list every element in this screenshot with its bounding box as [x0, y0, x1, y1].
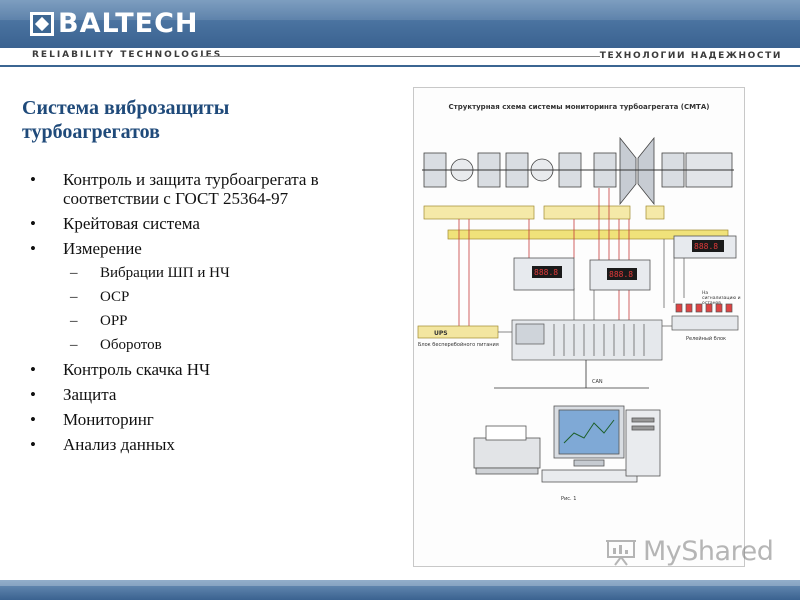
logo-text: BALTECH: [58, 8, 199, 39]
tagline-right: ТЕХНОЛОГИИ НАДЕЖНОСТИ: [599, 51, 782, 61]
figure-caption: Рис. 1: [561, 496, 577, 502]
bullet-item: Защита: [30, 385, 360, 404]
tagline-bar: RELIABILITY TECHNOLOGIES ТЕХНОЛОГИИ НАДЕ…: [0, 48, 800, 67]
bullet-item: Мониторинг: [30, 410, 360, 429]
crate-bus: [447, 229, 729, 240]
bullet-item: Крейтовая система: [30, 214, 360, 233]
bullet-list: Контроль и защита турбоагрегата в соотве…: [30, 170, 360, 460]
header-shine: [0, 0, 800, 20]
sensor-box-2: [543, 205, 631, 220]
display-readout-1: 888.8: [534, 268, 558, 277]
logo-mark-icon: [30, 12, 54, 36]
display-readout-2: 888.8: [609, 270, 633, 279]
watermark-text: MyShared: [643, 536, 774, 567]
tagline-divider: [200, 56, 600, 57]
footer-band: [0, 580, 800, 586]
relay-block: [671, 303, 739, 331]
turbine-hp: [619, 136, 637, 206]
turbine-lp: [637, 136, 655, 206]
sub-bullet-item: ОРР: [30, 312, 360, 330]
ups-badge: UPS: [434, 330, 448, 337]
sensor-box-1: [423, 205, 535, 220]
bullet-item: Измерение: [30, 239, 360, 258]
crate-controller: [511, 319, 663, 361]
sensor-box-3: [645, 205, 665, 220]
sensor-boxes: [423, 205, 665, 220]
display-readout-3: 888.8: [694, 242, 718, 251]
diagram-title: Структурная схема системы мониторинга ту…: [448, 103, 710, 111]
bullet-item: Анализ данных: [30, 435, 360, 454]
tagline-left: RELIABILITY TECHNOLOGIES: [32, 50, 223, 60]
ups-caption: Блок бесперебойного питания: [418, 342, 499, 348]
footer-bar: [0, 580, 800, 600]
bullet-item: Контроль скачка НЧ: [30, 360, 360, 379]
printer: [473, 425, 541, 475]
bullet-item: Контроль и защита турбоагрегата в соотве…: [30, 170, 360, 208]
myshared-watermark[interactable]: MyShared: [605, 536, 774, 567]
diagram-svg: 888.8 888.8 888.8 UPS: [417, 136, 739, 483]
turbine-train: [422, 136, 734, 206]
sub-bullet-item: Вибрации ШП и НЧ: [30, 264, 360, 282]
slide-title: Система виброзащиты турбоагрегатов: [22, 97, 230, 143]
baltech-logo[interactable]: BALTECH: [30, 9, 198, 39]
can-caption: CAN: [592, 379, 603, 385]
sub-bullet-item: ОСР: [30, 288, 360, 306]
display-panels: 888.8 888.8 888.8: [513, 235, 737, 291]
signal-caption: На сигнализацию и останов: [702, 291, 741, 306]
structure-diagram: Структурная схема системы мониторинга ту…: [413, 87, 745, 567]
sub-bullet-item: Оборотов: [30, 336, 360, 354]
computer-workstation: [541, 405, 661, 483]
header-bar: BALTECH: [0, 0, 800, 48]
relay-caption: Релейный блок: [686, 336, 727, 342]
presentation-icon: [605, 538, 637, 566]
ups-block: [417, 325, 499, 339]
